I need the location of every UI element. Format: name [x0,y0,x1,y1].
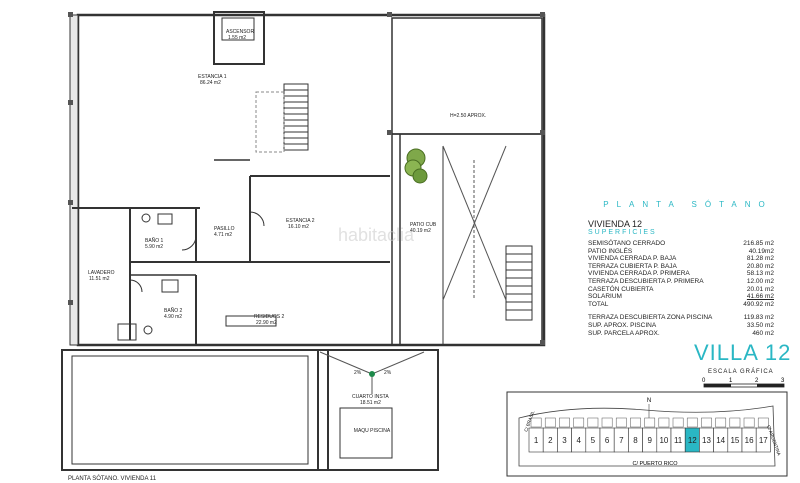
room-area-lavadero: 11.51 m2 [89,276,110,282]
lot-house-13 [701,417,712,428]
room-area-bano1: 5.90 m2 [145,244,164,250]
lot-house-8 [630,417,641,428]
lot-house-2 [544,417,556,428]
lot-number-4: 4 [576,436,581,445]
room-label-h-aprox: H=2.50 APROX. [450,113,487,119]
lot-house-5 [587,417,599,428]
plan-caption: PLANTA SÓTANO. VIVIENDA 11 [68,476,157,482]
lot-house-9 [644,417,656,428]
lot-number-8: 8 [633,436,638,445]
room-area-patio: 40.19 m2 [410,228,431,234]
lot-number-5: 5 [591,436,596,445]
slope-right-label: 2% [384,370,392,376]
slope-left-label: 2% [354,370,362,376]
room-label-estancia1: ESTANCIA 1 [198,74,227,80]
room-label-ascensor: ASCENSOR [226,29,255,35]
room-area-estancia2: 16.10 m2 [288,224,309,230]
street-bottom: C/ PUERTO RICO [632,461,678,467]
room-label-maqu-piscina: MAQU PISCINA [353,428,391,434]
lot-number-12: 12 [688,436,697,445]
scale-bar: 0 1 2 3 [702,378,785,388]
lot-house-7 [615,417,627,428]
lot-number-11: 11 [674,436,683,445]
lot-number-9: 9 [647,436,652,445]
lot-number-14: 14 [716,436,725,445]
lot-number-16: 16 [745,436,754,445]
lot-house-15 [729,417,741,428]
lot-house-14 [715,417,727,428]
lot-number-2: 2 [548,436,553,445]
lot-17 [755,427,771,453]
lot-number-1: 1 [534,436,539,445]
scale-title: ESCALA GRÁFICA [708,369,774,375]
lot-number-7: 7 [619,436,624,445]
lot-number-3: 3 [562,436,567,445]
surface-legend: PLANTA SÓTANO VIVIENDA 12 SUPERFICIES SE… [588,200,788,337]
room-label-pasillo: PASILLO [214,226,235,232]
room-label-patio-cub: PATIO CUB [410,222,437,228]
lot-house-17 [757,417,769,428]
vivienda-title: VIVIENDA 12 [588,219,643,229]
lot-number-17: 17 [759,436,768,445]
north-label: N [647,398,651,404]
lot-house-3 [559,417,570,428]
room-label-bano2: BAÑO 2 [164,308,183,314]
lot-house-12 [686,417,698,428]
lot-house-1 [530,417,542,428]
lot-house-11 [672,417,684,428]
scale-tick-1: 1 [729,378,733,384]
lot-number-13: 13 [702,436,711,445]
lot-number-10: 10 [659,436,668,445]
room-area-residuos: 22.90 m2 [256,320,277,326]
room-area-estancia1: 86.24 m2 [200,80,221,86]
lot-house-4 [573,417,585,428]
lot-house-16 [743,417,755,428]
superficies-title: SUPERFICIES [588,229,657,236]
lot-house-10 [658,417,670,428]
room-label-residuos: RESIDUOS 2 [254,314,285,320]
lot-number-6: 6 [605,436,610,445]
room-label-bano1: BAÑO 1 [145,238,164,244]
plant-title: PLANTA SÓTANO [603,200,773,209]
table-row: SUP. PARCELA APROX.460 m2 [588,329,774,337]
room-label-estancia2: ESTANCIA 2 [286,218,315,224]
room-area-bano2: 4.90 m2 [164,314,183,320]
room-label-lavadero: LAVADERO [88,270,115,276]
scale-tick-2: 2 [755,378,759,384]
villa-title: VILLA 12 [694,340,792,365]
lot-house-6 [601,417,613,428]
room-area-ascensor: 1.55 m2 [228,35,247,41]
scale-tick-0: 0 [702,378,706,384]
room-label-cuarto-instal: CUARTO INSTA [352,394,389,400]
lot-number-15: 15 [730,436,739,445]
watermark: habitaclia [338,225,415,245]
room-area-cuarto: 18.51 m2 [360,400,381,406]
room-area-pasillo: 4.71 m2 [214,232,233,238]
scale-tick-3: 3 [781,378,785,384]
